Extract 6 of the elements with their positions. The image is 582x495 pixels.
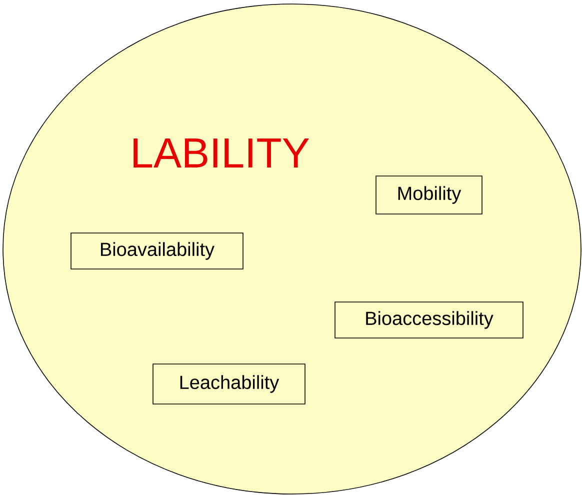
label-box: Bioavailability bbox=[70, 232, 244, 270]
label-box: Leachability bbox=[152, 364, 306, 404]
heading: LABILITY bbox=[134, 138, 309, 168]
label-box: Bioaccessibility bbox=[334, 302, 524, 338]
label-box: Mobility bbox=[376, 176, 482, 214]
ellipse bbox=[2, 4, 582, 494]
